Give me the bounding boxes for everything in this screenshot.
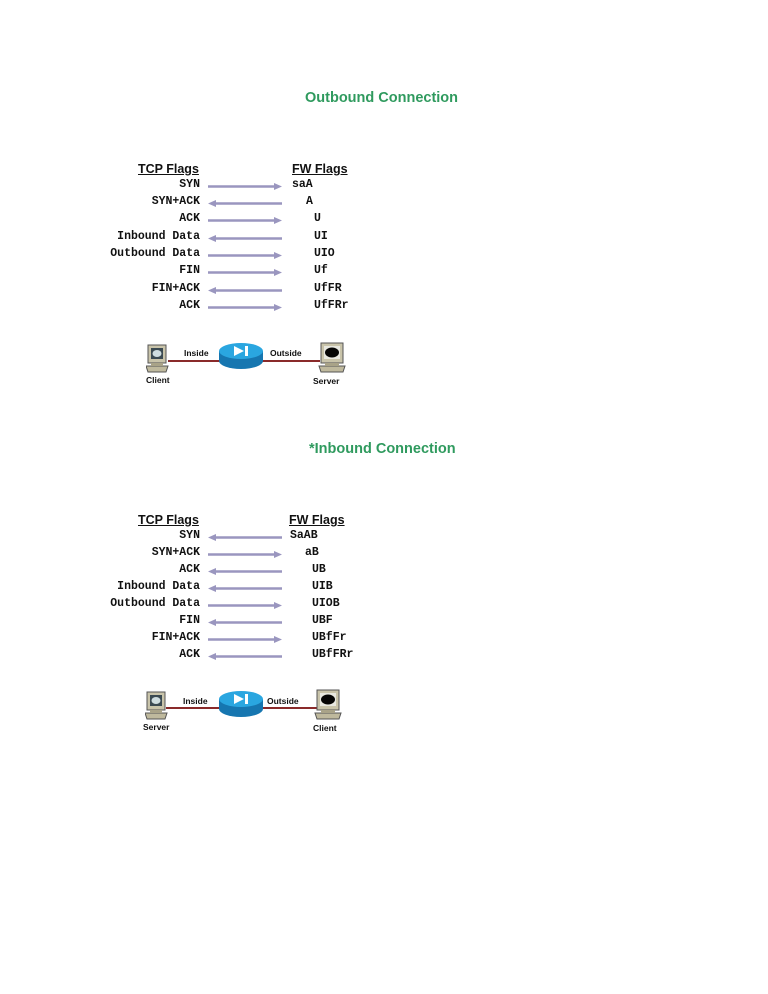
arrow-left-icon [208, 619, 282, 626]
right-node-label: Server [313, 376, 340, 386]
flag-row: ACK UfFRr [0, 299, 768, 316]
fw-flag: SaAB [290, 529, 318, 542]
tcp-flag: Outbound Data [110, 597, 200, 610]
tcp-flag: FIN+ACK [151, 282, 200, 295]
outside-link [262, 707, 318, 709]
outbound-network-diagram: Inside Outside Client Server [0, 338, 768, 398]
fw-flag: UfFRr [314, 299, 349, 312]
fw-flag: A [306, 195, 313, 208]
fw-flag: UIOB [312, 597, 340, 610]
tcp-flag: FIN+ACK [151, 631, 200, 644]
arrow-right-icon [208, 252, 282, 259]
inside-link [166, 707, 220, 709]
fw-flag: UfFR [314, 282, 342, 295]
outbound-title: Outbound Connection [305, 90, 459, 106]
tcp-flags-header: TCP Flags [138, 162, 199, 176]
tcp-flag: Inbound Data [117, 230, 200, 243]
fw-flag: aB [305, 546, 319, 559]
left-node-label: Client [146, 375, 170, 385]
fw-flag: UB [312, 563, 326, 576]
flag-row: Outbound Data UIO [0, 247, 768, 264]
flag-row: FIN+ACK UBfFr [0, 631, 768, 648]
tcp-flag: Inbound Data [117, 580, 200, 593]
tcp-flag: ACK [179, 212, 200, 225]
fw-flag: UIB [312, 580, 333, 593]
flag-row: Inbound Data UIB [0, 580, 768, 597]
inbound-title: *Inbound Connection [309, 441, 456, 457]
arrow-left-icon [208, 287, 282, 294]
client-computer-icon [146, 344, 169, 373]
tcp-flag: SYN [179, 178, 200, 191]
tcp-flag: ACK [179, 563, 200, 576]
arrow-right-icon [208, 602, 282, 609]
tcp-flag: ACK [179, 648, 200, 661]
tcp-flag: FIN [179, 264, 200, 277]
tcp-flag: ACK [179, 299, 200, 312]
tcp-flag: SYN [179, 529, 200, 542]
arrow-left-icon [208, 568, 282, 575]
server-computer-icon [145, 691, 168, 720]
arrow-right-icon [208, 304, 282, 311]
firewall-router-icon [219, 343, 263, 369]
tcp-flag: SYN+ACK [151, 546, 200, 559]
firewall-router-icon [219, 691, 263, 717]
fw-flag: UBfFRr [312, 648, 354, 661]
outside-label: Outside [270, 348, 302, 358]
flag-row: SYN+ACK aB [0, 546, 768, 563]
inside-label: Inside [184, 348, 209, 358]
arrow-left-icon [208, 653, 282, 660]
inbound-network-diagram: Inside Outside Server Client [0, 686, 768, 746]
arrow-left-icon [208, 534, 282, 541]
tcp-flag: SYN+ACK [151, 195, 200, 208]
fw-flags-header: FW Flags [292, 162, 348, 176]
arrow-right-icon [208, 551, 282, 558]
flag-row: ACK UBfFRr [0, 648, 768, 665]
fw-flag: UIO [314, 247, 335, 260]
arrow-right-icon [208, 636, 282, 643]
arrow-right-icon [208, 269, 282, 276]
arrow-right-icon [208, 217, 282, 224]
outside-label: Outside [267, 696, 299, 706]
tcp-flags-header: TCP Flags [138, 513, 199, 527]
flag-row: SYN SaAB [0, 529, 768, 546]
fw-flag: Uf [314, 264, 328, 277]
flag-row: FIN Uf [0, 264, 768, 281]
tcp-flag: FIN [179, 614, 200, 627]
fw-flags-header: FW Flags [289, 513, 345, 527]
arrow-left-icon [208, 235, 282, 242]
fw-flag: UBF [312, 614, 333, 627]
arrow-left-icon [208, 200, 282, 207]
fw-flag: UI [314, 230, 328, 243]
inside-link [168, 360, 220, 362]
fw-flag: U [314, 212, 321, 225]
flag-row: SYN+ACK A [0, 195, 768, 212]
arrow-left-icon [208, 585, 282, 592]
tcp-flag: Outbound Data [110, 247, 200, 260]
fw-flag: saA [292, 178, 313, 191]
server-computer-icon [318, 342, 346, 373]
outside-link [262, 360, 320, 362]
right-node-label: Client [313, 723, 337, 733]
flag-row: FIN+ACK UfFR [0, 282, 768, 299]
flag-row: Inbound Data UI [0, 230, 768, 247]
flag-row: FIN UBF [0, 614, 768, 631]
flag-row: ACK U [0, 212, 768, 229]
left-node-label: Server [143, 722, 170, 732]
flag-row: SYN saA [0, 178, 768, 195]
flag-row: ACK UB [0, 563, 768, 580]
fw-flag: UBfFr [312, 631, 347, 644]
flag-row: Outbound Data UIOB [0, 597, 768, 614]
inside-label: Inside [183, 696, 208, 706]
client-computer-icon [314, 689, 342, 720]
arrow-right-icon [208, 183, 282, 190]
